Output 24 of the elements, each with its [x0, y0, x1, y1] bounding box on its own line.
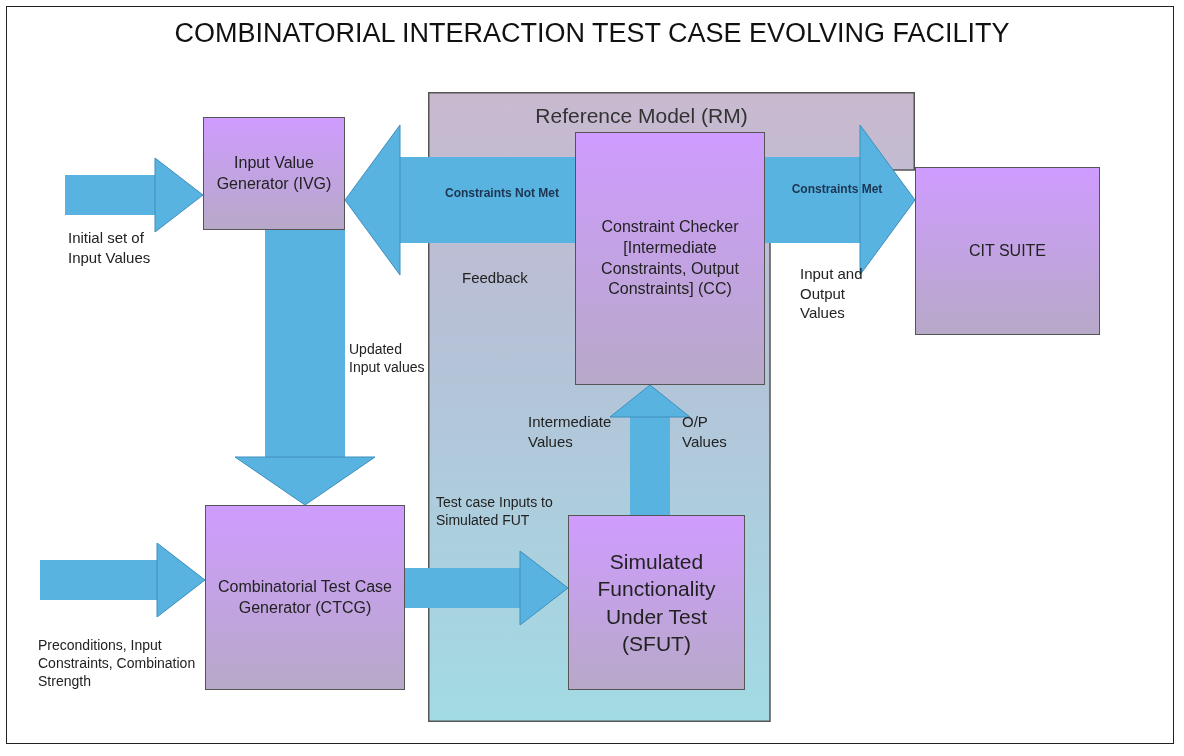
- process-box: Combinatorial Test Case Generator (CTCG): [205, 505, 405, 690]
- block-arrow: [609, 384, 691, 515]
- block-arrow: [344, 124, 575, 276]
- edge-label: Test case Inputs to Simulated FUT: [436, 493, 554, 530]
- process-box: CIT SUITE: [915, 167, 1100, 335]
- block-arrow: [65, 157, 204, 233]
- annotation-text: Feedback: [462, 268, 529, 288]
- edge-label: Constraints Not Met: [444, 186, 560, 202]
- edge-label: Initial set of Input Values: [68, 228, 152, 267]
- edge-label: Updated Input values: [349, 340, 426, 377]
- region-panel: [428, 92, 915, 722]
- region-title: Reference Model (RM): [535, 103, 748, 129]
- edge-label: Constraints Met: [790, 182, 884, 198]
- process-box: Input Value Generator (IVG): [203, 117, 345, 230]
- annotation-text: Input and Output Values: [800, 264, 864, 323]
- block-arrow: [234, 230, 376, 506]
- edge-label: Preconditions, Input Constraints, Combination Strength: [38, 636, 197, 691]
- block-arrow: [405, 550, 569, 626]
- diagram-title: COMBINATORIAL INTERACTION TEST CASE EVOLVING FACILITY: [173, 18, 1011, 49]
- edge-label: O/P Values: [682, 412, 728, 451]
- annotation-text: Intermediate Values: [528, 412, 613, 451]
- process-box: Simulated Functionality Under Test (SFUT): [568, 515, 745, 690]
- process-box: Constraint Checker [Intermediate Constraints, Output Constraints] (CC): [575, 132, 765, 385]
- block-arrow: [40, 542, 206, 618]
